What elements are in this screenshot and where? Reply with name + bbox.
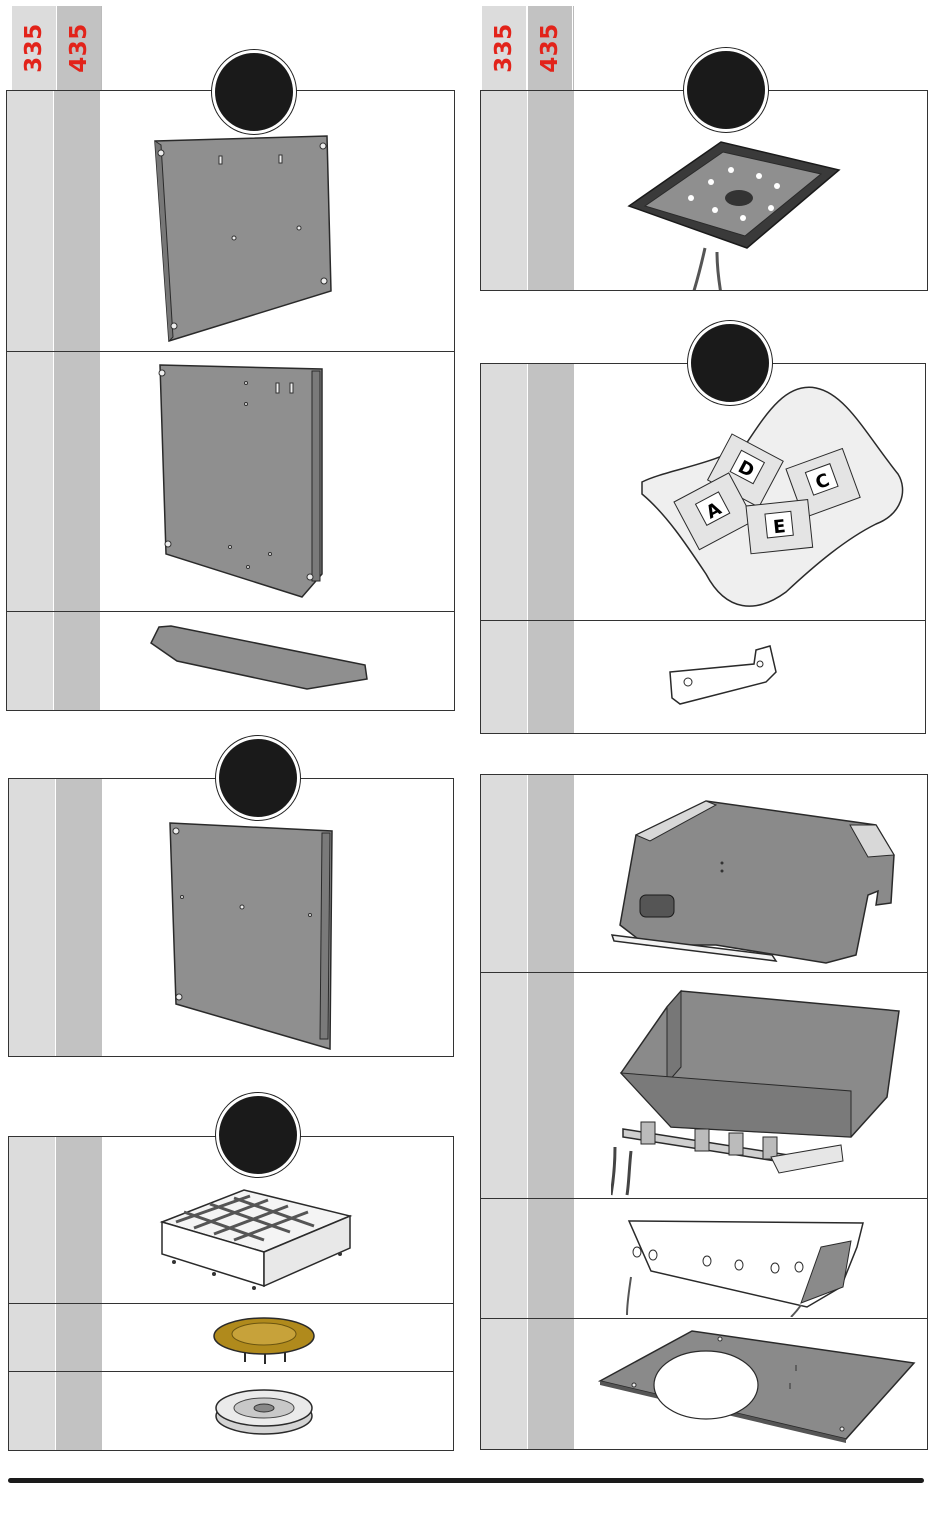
back-panel-illustration xyxy=(147,131,347,346)
side-panel-illustration xyxy=(152,359,332,604)
model-column-header-335-left: 335 xyxy=(12,6,56,90)
heat-deflector-illustration xyxy=(611,1207,876,1317)
bracket-illustration xyxy=(666,642,781,707)
parts-panel-rear xyxy=(8,778,454,1057)
model-label: 435 xyxy=(66,23,92,73)
parts-panel-hardware: D C A E xyxy=(480,363,926,734)
lid-illustration xyxy=(606,795,901,965)
step-number-circle xyxy=(684,48,768,132)
model-column-header-435-right: 435 xyxy=(528,6,572,90)
model-label: 435 xyxy=(537,23,563,73)
step-number-circle xyxy=(688,321,772,405)
model-label: 335 xyxy=(21,23,47,73)
burner-cap-illustration xyxy=(209,1312,319,1367)
bag-label-e: E xyxy=(772,516,786,538)
step-number-circle xyxy=(216,736,300,820)
burner-head-illustration xyxy=(209,1382,319,1442)
parts-panel-cookbox xyxy=(480,774,928,1450)
page-bottom-rule xyxy=(8,1478,924,1483)
cookbox-illustration xyxy=(611,987,906,1197)
parts-panel-side-burner xyxy=(8,1136,454,1451)
header-divider xyxy=(573,6,574,90)
parts-panel-cabinet xyxy=(6,90,455,711)
model-label: 335 xyxy=(491,23,517,73)
burner-tray-illustration xyxy=(621,136,846,291)
step-number-circle xyxy=(216,1093,300,1177)
front-trim-illustration xyxy=(147,621,377,691)
side-burner-box-illustration xyxy=(154,1182,359,1292)
header-divider xyxy=(101,6,102,90)
model-column-header-435-left: 435 xyxy=(57,6,101,90)
bottom-panel-illustration xyxy=(596,1325,916,1445)
step-number-circle xyxy=(212,50,296,134)
rear-panel-illustration xyxy=(164,819,344,1054)
model-column-header-335-right: 335 xyxy=(482,6,526,90)
hardware-bag-illustration: D C A E xyxy=(636,374,911,614)
